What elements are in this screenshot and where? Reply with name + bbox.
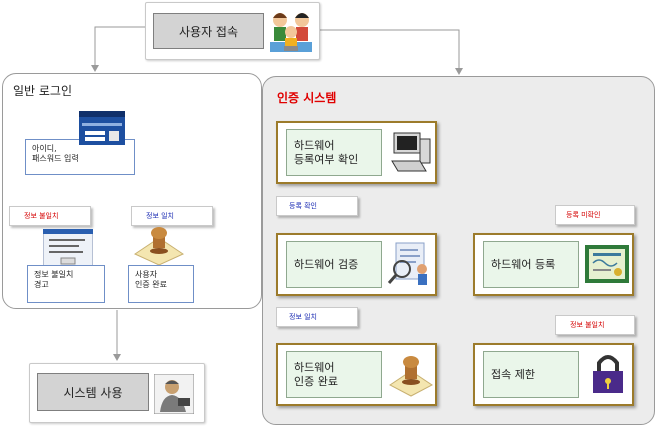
hw-registration-check-node: 하드웨어 등록여부 확인 <box>276 121 437 184</box>
tag-info-mismatch-left: 정보 불일치 <box>9 206 91 226</box>
tag-info-match-left-label: 정보 일치 <box>146 212 174 220</box>
hw-verify-node: 하드웨어 검증 <box>276 233 437 296</box>
hw-register-node: 하드웨어 등록 <box>473 233 634 296</box>
login-window-icon <box>79 111 125 145</box>
general-login-panel: 일반 로그인 아이디, 패스워드 입력 정보 불일치 정보 일치 정보 불일치 … <box>2 73 262 309</box>
tag-registration-confirmed: 등록 확인 <box>276 196 358 216</box>
hw-registration-check-line2: 등록여부 확인 <box>294 152 359 166</box>
certificate-icon <box>585 245 629 283</box>
tag-info-match-right: 정보 일치 <box>276 307 358 327</box>
hw-auth-complete-line1: 하드웨어 <box>294 360 335 374</box>
tag-info-match-left: 정보 일치 <box>131 206 213 226</box>
access-limit-node: 접속 제한 <box>473 343 634 406</box>
approval-stamp-icon <box>389 356 433 397</box>
id-password-line2: 패스워드 입력 <box>32 154 79 163</box>
id-password-box: 아이디, 패스워드 입력 <box>25 139 135 175</box>
tag-info-mismatch-right-label: 정보 불일치 <box>570 321 605 329</box>
general-login-title: 일반 로그인 <box>13 84 73 98</box>
hw-registration-check-box: 하드웨어 등록여부 확인 <box>286 129 382 176</box>
hw-auth-complete-node: 하드웨어 인증 완료 <box>276 343 437 406</box>
user-auth-complete-box: 사용자 인증 완료 <box>128 265 194 303</box>
inspection-icon <box>387 242 427 285</box>
system-use-label: 시스템 사용 <box>37 373 149 411</box>
hw-verify-box: 하드웨어 검증 <box>286 241 382 288</box>
lock-icon <box>587 351 629 397</box>
hw-registration-check-line1: 하드웨어 <box>294 138 335 152</box>
info-mismatch-warning-box: 정보 불일치 경고 <box>27 265 105 303</box>
system-use-node: 시스템 사용 <box>29 363 205 423</box>
id-password-line1: 아이디, <box>32 144 57 153</box>
users-icon <box>270 13 312 52</box>
info-mismatch-warning-line1: 정보 불일치 <box>34 270 74 279</box>
user-access-node: 사용자 접속 <box>145 2 320 60</box>
auth-system-title: 인증 시스템 <box>277 91 337 105</box>
user-auth-complete-line2: 인증 완료 <box>135 280 167 289</box>
tag-info-mismatch-left-label: 정보 불일치 <box>24 212 59 220</box>
computer-icon <box>391 132 431 172</box>
tag-registration-confirmed-label: 등록 확인 <box>289 202 317 210</box>
warning-dialog-icon <box>43 229 93 267</box>
hw-auth-complete-line2: 인증 완료 <box>294 374 338 388</box>
user-access-label: 사용자 접속 <box>153 13 264 49</box>
tag-registration-unconfirmed-label: 등록 미확인 <box>566 211 601 219</box>
hw-auth-complete-box: 하드웨어 인증 완료 <box>286 351 382 398</box>
access-limit-box: 접속 제한 <box>483 351 579 398</box>
user-auth-complete-line1: 사용자 <box>135 270 158 279</box>
tag-info-match-right-label: 정보 일치 <box>289 313 317 321</box>
tag-info-mismatch-right: 정보 불일치 <box>555 315 635 335</box>
seal-stamp-icon <box>133 227 185 266</box>
info-mismatch-warning-line2: 경고 <box>34 280 49 289</box>
hw-register-box: 하드웨어 등록 <box>483 241 579 288</box>
tag-registration-unconfirmed: 등록 미확인 <box>555 205 635 225</box>
system-user-icon <box>154 374 194 414</box>
